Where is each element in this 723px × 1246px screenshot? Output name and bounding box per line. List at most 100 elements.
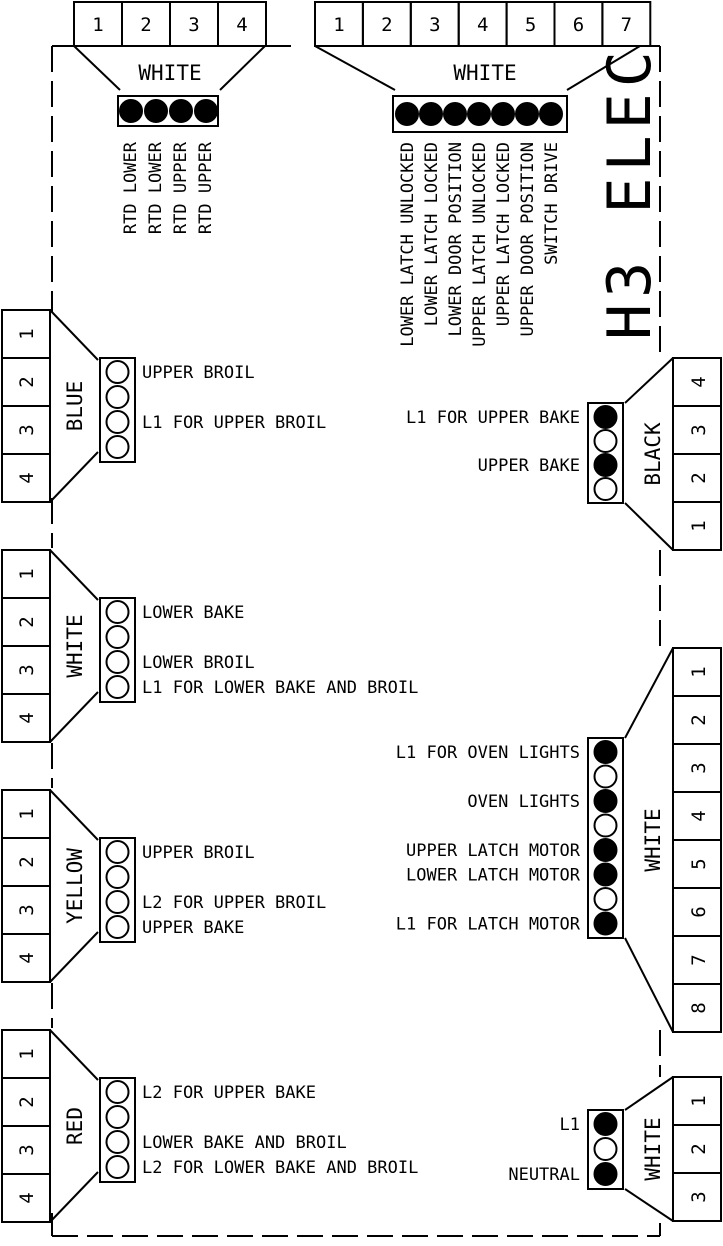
- pin-number: 3: [429, 14, 440, 36]
- pin-empty: [593, 764, 618, 789]
- pin-number: 6: [573, 14, 584, 36]
- pin-number: 4: [688, 376, 710, 387]
- pin-label: UPPER LATCH LOCKED: [494, 142, 514, 326]
- pin-filled: [593, 838, 618, 862]
- pin-label: UPPER BAKE: [142, 918, 244, 938]
- pin-label: LOWER BAKE: [142, 603, 244, 623]
- pin-label: UPPER LATCH UNLOCKED: [470, 142, 490, 347]
- pin-number: 2: [688, 472, 710, 483]
- pin-housing: [99, 1077, 136, 1183]
- connector-flare: [624, 647, 674, 739]
- pin-label: RTD UPPER: [196, 141, 216, 234]
- pin-number: 1: [333, 14, 344, 36]
- pin-number: 1: [688, 520, 710, 531]
- pin-number-box: [1, 933, 51, 983]
- pin-empty: [105, 840, 130, 864]
- pin-empty: [105, 385, 130, 409]
- pin-label: L1 FOR LATCH MOTOR: [396, 915, 581, 935]
- pin-filled: [593, 405, 618, 429]
- connector-color-label: WHITE: [138, 61, 201, 85]
- pin-label: OVEN LIGHTS: [467, 792, 580, 812]
- pin-number: 4: [16, 952, 38, 963]
- connector-flare: [49, 309, 99, 361]
- pin-label: LOWER BAKE AND BROIL: [142, 1133, 347, 1153]
- pin-number: 2: [16, 856, 38, 867]
- pin-filled: [467, 102, 491, 126]
- pin-number: 2: [381, 14, 392, 36]
- pin-label: LOWER LATCH LOCKED: [422, 142, 442, 326]
- pin-label: NEUTRAL: [508, 1165, 580, 1185]
- pin-number: 4: [477, 14, 488, 36]
- pin-number: 2: [16, 616, 38, 627]
- pin-number: 1: [688, 666, 710, 677]
- pin-number: 4: [16, 1192, 38, 1203]
- pin-number: 4: [688, 810, 710, 821]
- pin-label: L1 FOR OVEN LIGHTS: [396, 743, 580, 763]
- pin-label: UPPER BAKE: [478, 456, 580, 476]
- pin-number: 3: [688, 424, 710, 435]
- pin-label: L2 FOR UPPER BROIL: [142, 893, 326, 913]
- pin-housing: [587, 1109, 624, 1190]
- pin-empty: [593, 813, 618, 838]
- pin-filled: [593, 911, 618, 936]
- connector-flare: [49, 1029, 99, 1081]
- pin-number-box: [601, 1, 652, 47]
- pin-number: 8: [688, 1002, 710, 1013]
- pin-number: 2: [140, 14, 151, 36]
- pin-number-box: [1, 453, 51, 503]
- pin-filled: [593, 862, 618, 887]
- connector-flare: [49, 789, 99, 841]
- pin-number-box: [217, 1, 267, 47]
- pin-label: L1 FOR UPPER BROIL: [142, 413, 326, 433]
- pin-filled: [419, 102, 443, 126]
- pin-label: SWITCH DRIVE: [542, 142, 562, 265]
- connector-color-label: WHITE: [641, 808, 665, 871]
- pin-number-box: [672, 501, 722, 551]
- pin-empty: [105, 650, 130, 674]
- pin-number: 3: [688, 762, 710, 773]
- connector-flare: [49, 549, 99, 601]
- pin-filled: [593, 1112, 618, 1136]
- pin-filled: [119, 99, 143, 123]
- connector-flare: [624, 502, 674, 551]
- pin-empty: [105, 675, 130, 699]
- pin-label: L2 FOR LOWER BAKE AND BROIL: [142, 1158, 418, 1178]
- pin-number: 1: [688, 1095, 710, 1106]
- pin-number-box: [672, 1172, 722, 1222]
- pin-filled: [144, 99, 168, 123]
- pin-housing: [392, 95, 568, 133]
- connector-color-label: WHITE: [453, 61, 516, 85]
- pin-housing: [587, 737, 624, 939]
- pin-number: 2: [688, 714, 710, 725]
- pin-label: RTD LOWER: [121, 141, 141, 234]
- connector-color-label: YELLOW: [63, 848, 87, 924]
- pin-label: L2 FOR UPPER BAKE: [142, 1083, 316, 1103]
- pin-empty: [105, 1105, 130, 1129]
- pin-number: 3: [16, 904, 38, 915]
- pin-filled: [443, 102, 467, 126]
- pin-number: 3: [16, 424, 38, 435]
- pin-empty: [593, 429, 618, 453]
- pin-number-box: [1, 693, 51, 743]
- pin-empty: [105, 865, 130, 889]
- pin-number: 1: [16, 328, 38, 339]
- pin-number: 1: [16, 1048, 38, 1059]
- pin-filled: [169, 99, 193, 123]
- pin-label: RTD UPPER: [171, 141, 191, 234]
- pin-number: 2: [16, 376, 38, 387]
- connector-flare: [49, 691, 99, 743]
- pin-empty: [105, 600, 130, 624]
- pin-number: 7: [688, 954, 710, 965]
- pin-empty: [593, 477, 618, 501]
- pin-number: 4: [16, 472, 38, 483]
